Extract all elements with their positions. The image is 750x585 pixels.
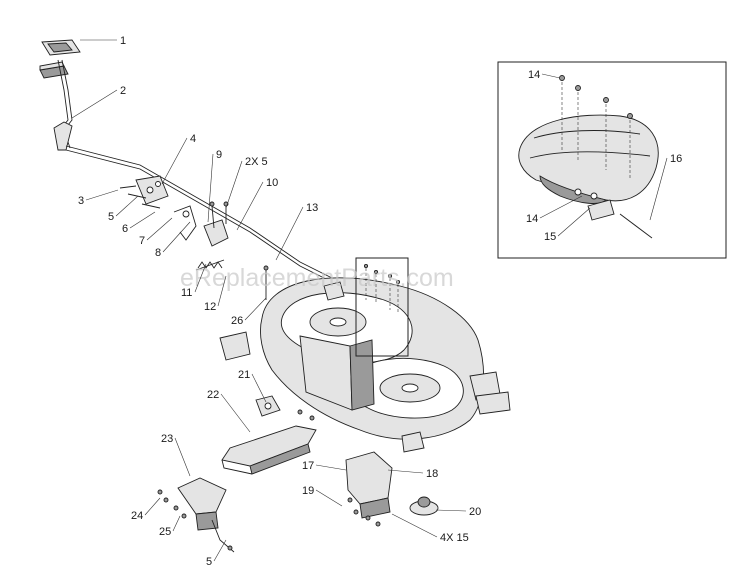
callout-leader-c4: [161, 137, 188, 185]
callout-c21: 21: [238, 369, 250, 381]
callout-leader-c8: [162, 221, 191, 253]
callout-leader-c22: [220, 393, 251, 433]
callout-leader-c5b: [213, 539, 227, 562]
callout-c19: 19: [302, 485, 314, 497]
callout-c4x15: 4X 15: [440, 532, 469, 544]
callout-leader-c7: [146, 217, 173, 241]
callout-leader-c4x15: [391, 513, 438, 538]
callout-leader-c15: [557, 207, 591, 237]
chute-hardware: [559, 75, 653, 239]
callout-c14b: 14: [526, 213, 538, 225]
bracket-23: [157, 477, 235, 553]
knob-20: [409, 496, 439, 516]
hardware-26: [263, 265, 269, 300]
callout-leader-c20: [435, 509, 467, 512]
callout-leader-c14b: [539, 195, 583, 219]
pedal-arm: [53, 59, 73, 151]
callout-c22: 22: [207, 389, 219, 401]
deck-detail-box: [355, 257, 409, 357]
callout-c26: 26: [231, 315, 243, 327]
pivot-hardware: [173, 201, 229, 247]
callout-leader-c2: [71, 89, 118, 119]
callout-leader-c2x5: [225, 160, 243, 209]
callout-leader-c10: [236, 181, 264, 231]
deflector-plate: [221, 425, 317, 475]
discharge-chute: [518, 114, 659, 204]
callout-leader-c23: [174, 437, 191, 477]
callout-leader-c16: [649, 157, 668, 221]
callout-c17: 17: [302, 460, 314, 472]
callout-leader-c19: [315, 489, 343, 507]
callout-leader-c25: [172, 515, 181, 532]
link-bracket: [119, 175, 169, 209]
callout-c8: 8: [155, 247, 161, 259]
callout-c10: 10: [266, 177, 278, 189]
lift-rod: [65, 145, 333, 283]
callout-c13: 13: [306, 202, 318, 214]
callout-leader-c5a: [115, 195, 139, 217]
callout-c7: 7: [139, 235, 145, 247]
mower-deck: [219, 277, 511, 453]
mulch-plate: [345, 451, 393, 527]
callout-c5a: 5: [108, 211, 114, 223]
callout-c2: 2: [120, 85, 126, 97]
callout-leader-c21: [251, 373, 267, 403]
callout-c9: 9: [216, 149, 222, 161]
callout-c2x5: 2X 5: [245, 156, 268, 168]
callout-leader-c11: [194, 263, 207, 293]
callout-leader-c14a: [541, 73, 561, 79]
callout-leader-c12: [217, 275, 227, 307]
callout-c23: 23: [161, 433, 173, 445]
callout-leader-c18: [387, 469, 424, 474]
pedal-pad: [39, 39, 81, 79]
callout-c12: 12: [204, 301, 216, 313]
callout-leader-c9: [207, 153, 214, 223]
callout-c4: 4: [190, 133, 196, 145]
callout-c16: 16: [670, 153, 682, 165]
callout-c20: 20: [469, 506, 481, 518]
callout-c15: 15: [544, 231, 556, 243]
bracket-21: [255, 395, 315, 421]
callout-c5b: 5: [206, 556, 212, 568]
deck-fasteners: [363, 263, 401, 314]
callout-c1: 1: [120, 35, 126, 47]
callout-leader-c17: [315, 464, 347, 471]
inset-frame: [497, 61, 727, 259]
watermark: eReplacementParts.com: [180, 264, 454, 292]
callout-leader-c24: [144, 497, 161, 516]
callout-c3: 3: [78, 195, 84, 207]
callout-leader-c13: [275, 206, 304, 261]
callout-c25: 25: [159, 526, 171, 538]
callout-leader-c26: [244, 297, 267, 321]
callout-leader-c3: [85, 189, 119, 201]
callout-c24: 24: [131, 510, 143, 522]
callout-c18: 18: [426, 468, 438, 480]
spring: [195, 259, 225, 271]
callout-c14a: 14: [528, 69, 540, 81]
callout-c11: 11: [181, 287, 192, 299]
callout-c6: 6: [122, 223, 128, 235]
callout-leader-c6: [129, 211, 156, 229]
